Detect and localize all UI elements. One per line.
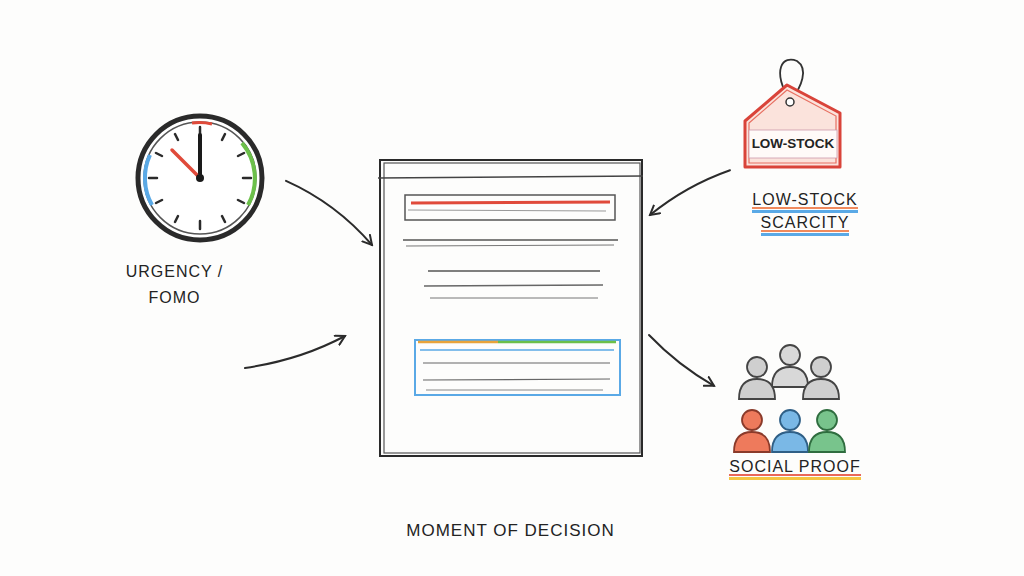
node-label: LOW-STOCK SCARCITY xyxy=(752,191,857,236)
node-label-wrap: SOCIAL PROOF xyxy=(705,456,885,478)
loose-arrow xyxy=(245,336,345,368)
node-label: SOCIAL PROOF xyxy=(729,458,860,480)
tag-text-wrap: LOW-STOCK xyxy=(749,135,837,153)
price-tag: LOW-STOCK LOW-STOCK SCARCITY xyxy=(735,55,875,235)
document-box: MOMENT OF DECISION xyxy=(378,158,643,458)
arrow-connector xyxy=(286,181,372,245)
urgency-icon: URGENCY / FOMO xyxy=(120,105,280,310)
node-label-wrap: URGENCY / FOMO xyxy=(117,259,232,311)
diagram-caption-wrap: MOMENT OF DECISION xyxy=(358,520,663,542)
document-box-outline xyxy=(378,158,643,458)
tag-text: LOW-STOCK xyxy=(752,136,835,151)
people-icon: SOCIAL PROOF xyxy=(720,330,870,485)
node-label: URGENCY / FOMO xyxy=(126,263,224,306)
arrow-connector xyxy=(650,170,730,215)
arrow-connector xyxy=(649,335,714,386)
diagram-caption: MOMENT OF DECISION xyxy=(406,521,614,540)
node-label-wrap: LOW-STOCK SCARCITY xyxy=(730,188,880,234)
